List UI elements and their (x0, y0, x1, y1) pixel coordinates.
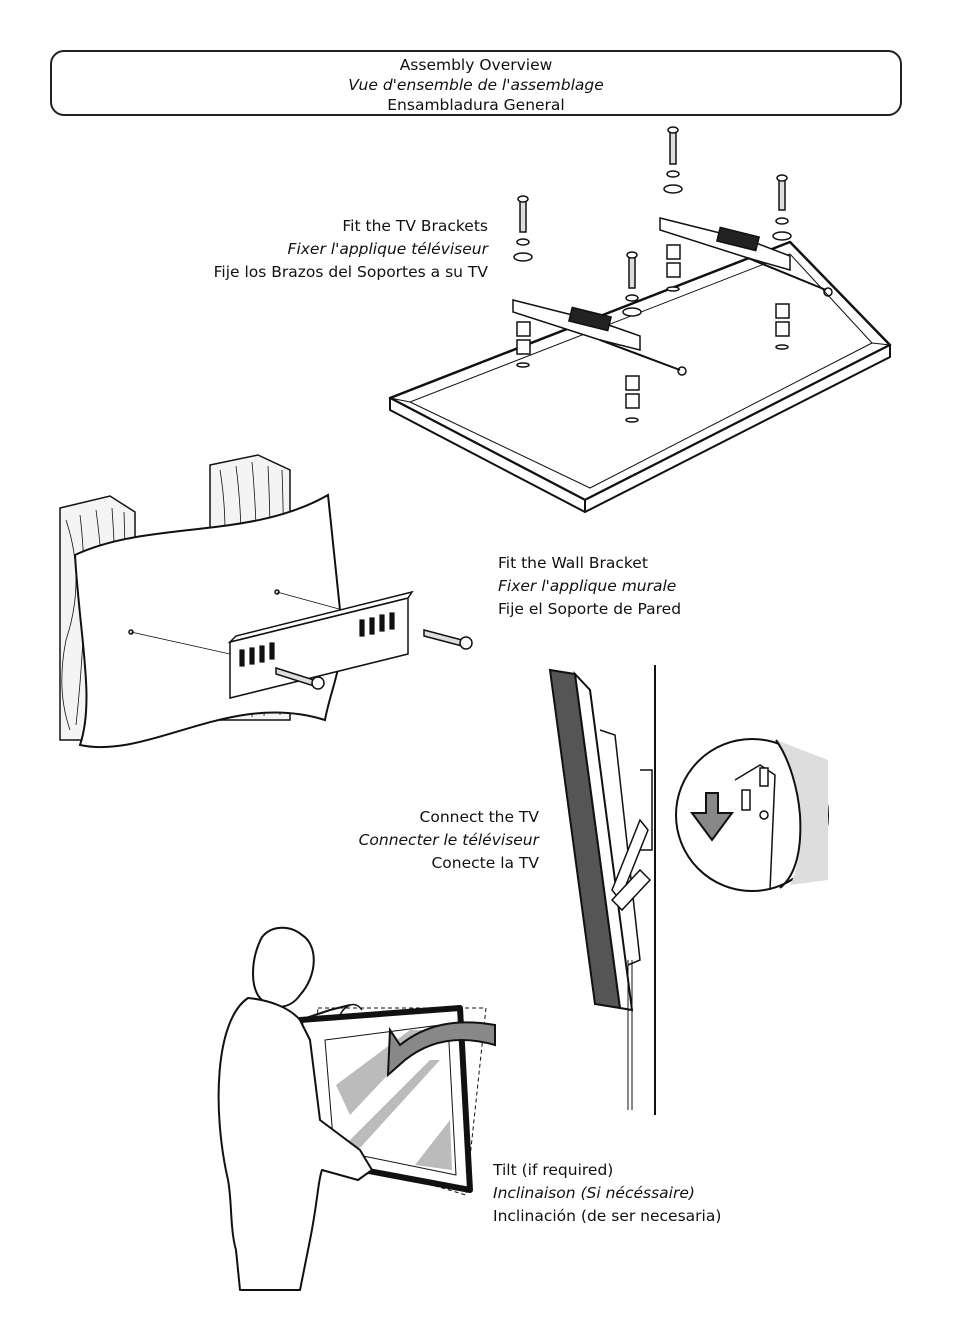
assembly-overview-header: Assembly Overview Vue d'ensemble de l'as… (50, 50, 902, 116)
header-title-es: Ensambladura General (387, 96, 565, 114)
step-tv-brackets-label: Fit the TV Brackets Fixer l'applique tél… (214, 215, 488, 284)
step-wall-bracket-es: Fije el Soporte de Pared (498, 600, 682, 618)
header-title-en: Assembly Overview (399, 56, 553, 74)
tv-bracket-left (512, 299, 687, 376)
step-wall-bracket-fr: Fixer l'applique murale (498, 577, 677, 595)
tv-bracket-right (659, 217, 833, 297)
tv-bolts-and-spacers (513, 126, 792, 423)
header-title-fr: Vue d'ensemble de l'assemblage (348, 76, 604, 94)
wall-studs-illustration (59, 454, 351, 749)
wall-bracket (227, 590, 414, 699)
step-tilt-es: Inclinación (de ser necesaria) (493, 1207, 722, 1225)
step-connect-tv-fr: Connecter le téléviseur (358, 831, 539, 849)
step-wall-bracket-en: Fit the Wall Bracket (498, 554, 648, 572)
tv-side-view-illustration (548, 665, 656, 1115)
step-tv-brackets-fr: Fixer l'applique téléviseur (287, 240, 488, 258)
step-tv-brackets-en: Fit the TV Brackets (342, 217, 488, 235)
step-connect-tv-en: Connect the TV (419, 808, 539, 826)
lag-bolts (275, 629, 473, 690)
connect-detail-magnifier (675, 738, 829, 892)
tilt-person-illustration (217, 926, 487, 1291)
step-tv-brackets-es: Fije los Brazos del Soportes a su TV (213, 263, 488, 281)
step-tilt-label: Tilt (if required) Inclinaison (Si nécés… (493, 1159, 721, 1228)
step-tilt-en: Tilt (if required) (493, 1161, 614, 1179)
step-tilt-fr: Inclinaison (Si nécéssaire) (493, 1184, 695, 1202)
step-connect-tv-label: Connect the TV Connecter le téléviseur C… (359, 806, 539, 875)
tv-back-illustration (388, 240, 892, 513)
step-connect-tv-es: Conecte la TV (431, 854, 539, 872)
tilt-arrow (386, 1021, 496, 1078)
step-wall-bracket-label: Fit the Wall Bracket Fixer l'applique mu… (498, 552, 681, 621)
